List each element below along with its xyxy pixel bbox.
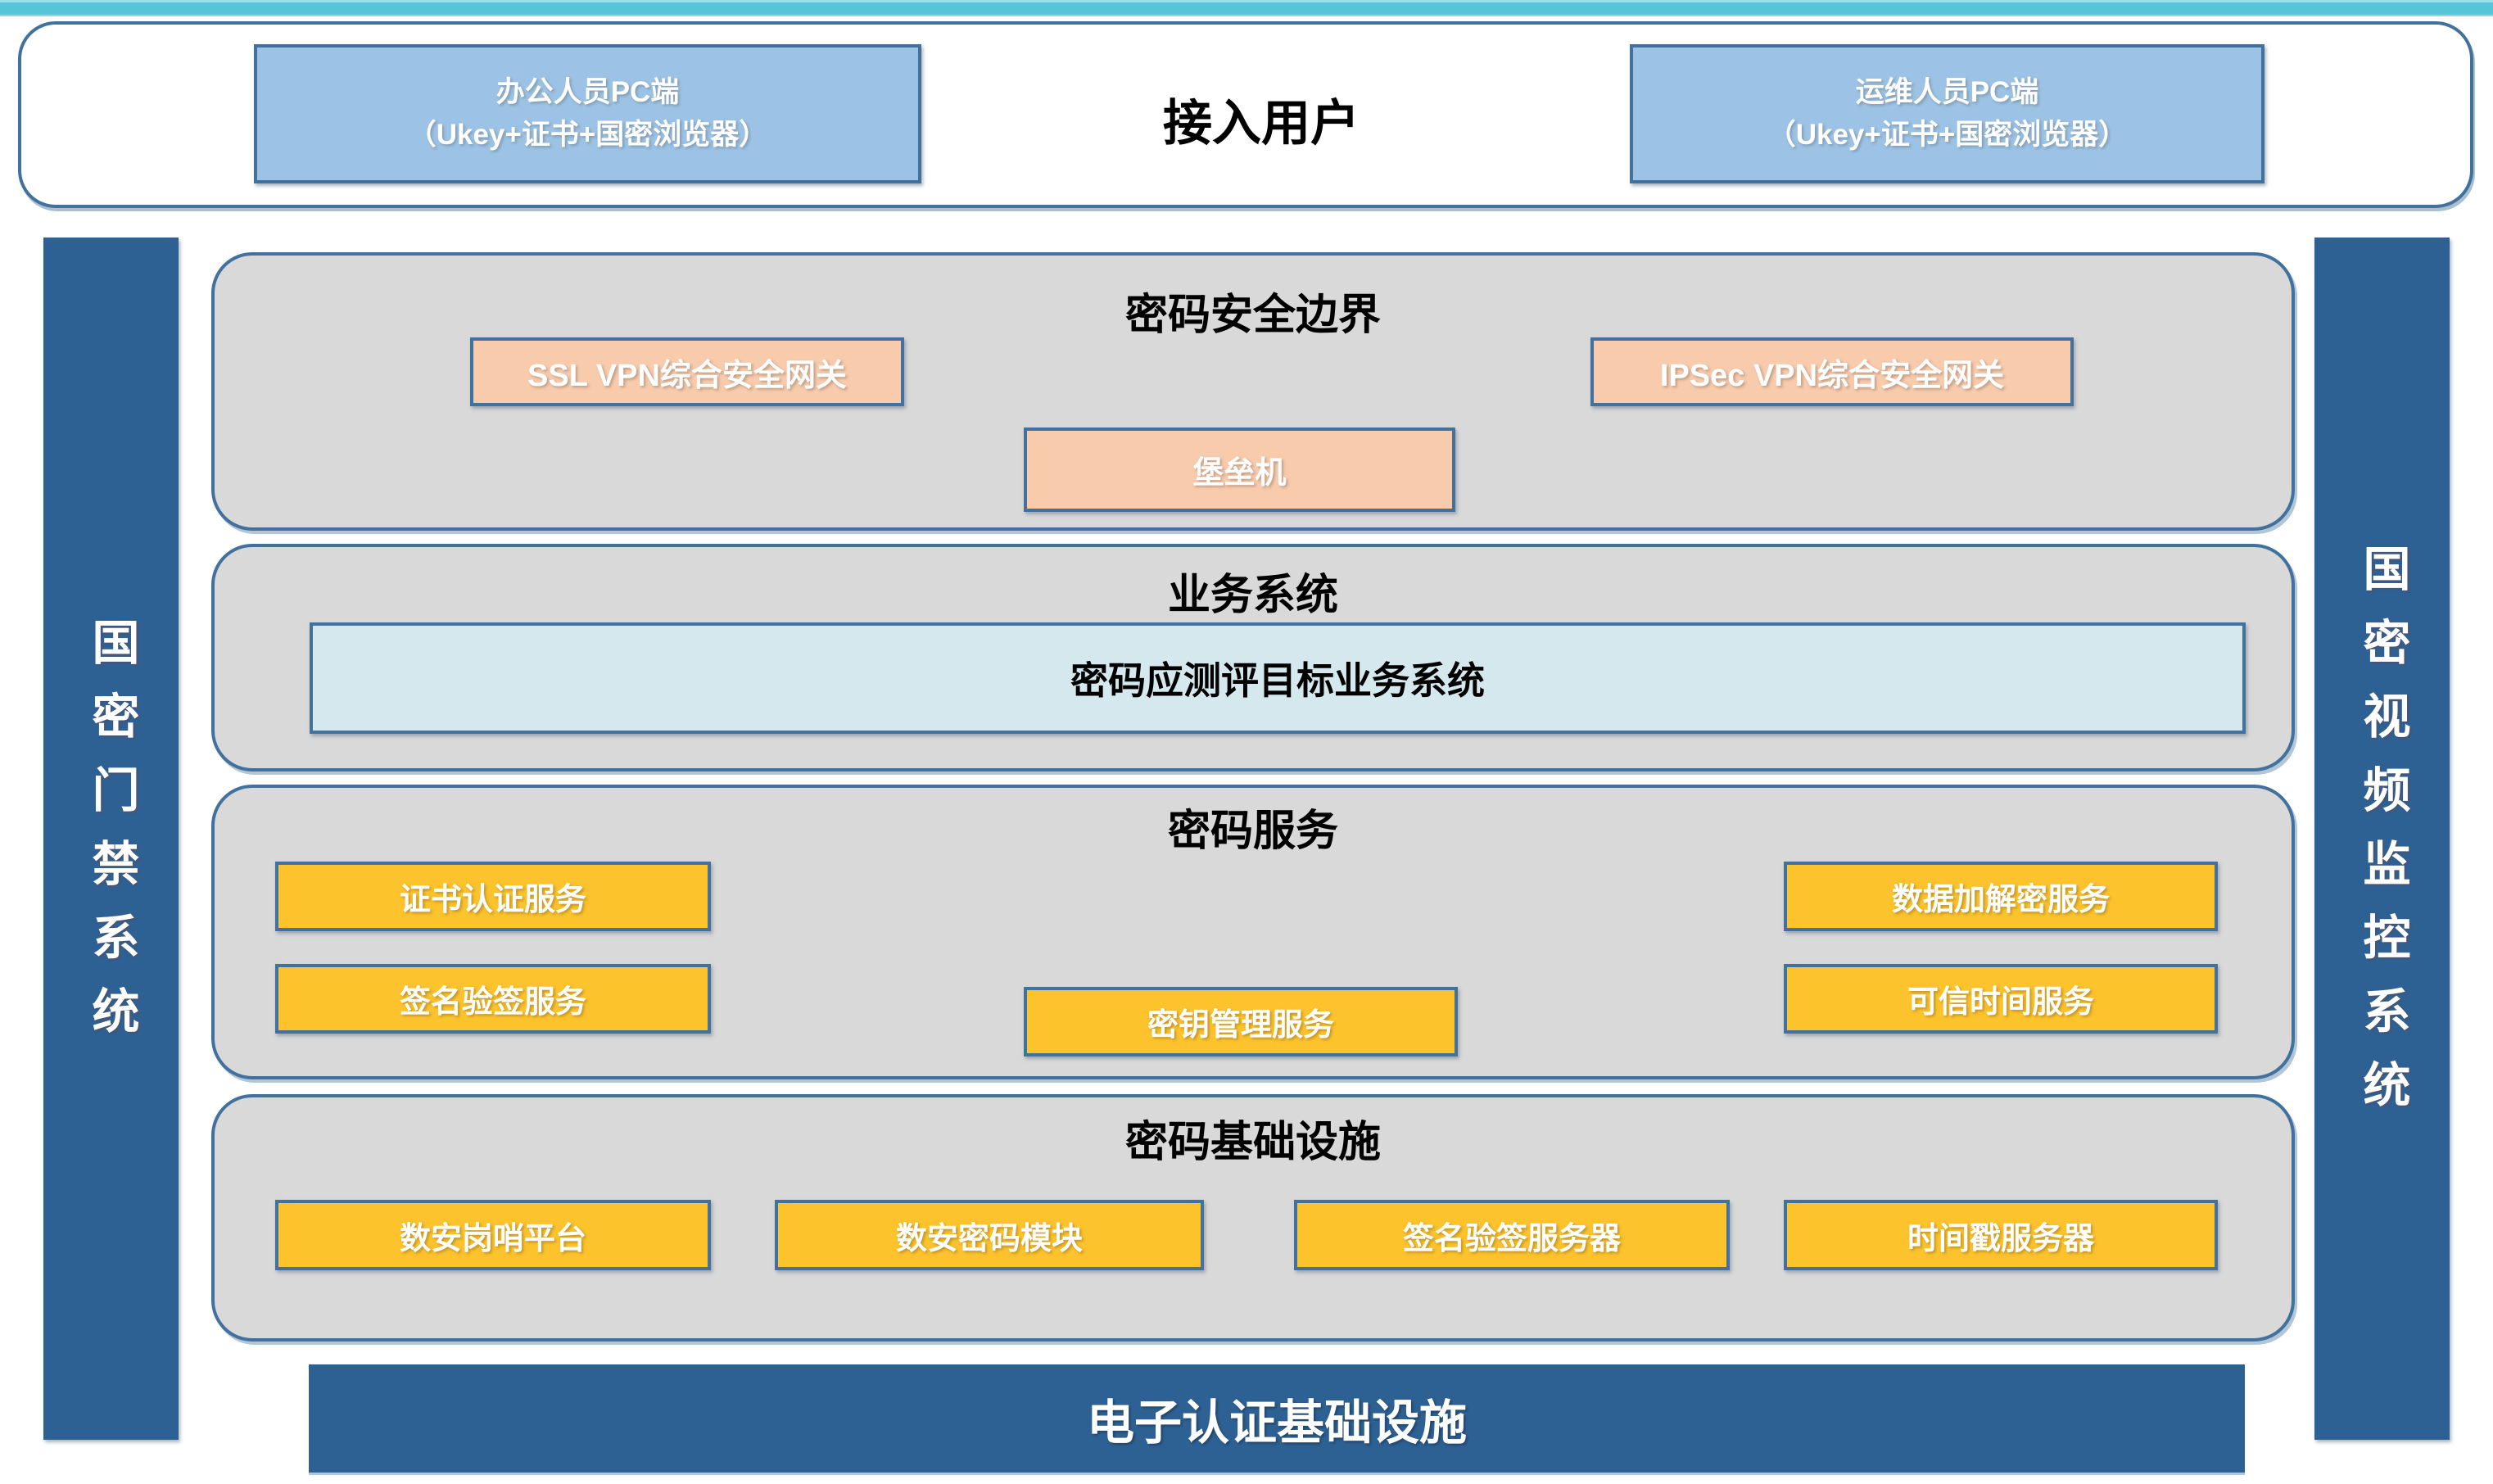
- bastion-host-box: 堡垒机: [1024, 428, 1455, 512]
- top-accent-line: [0, 0, 2493, 16]
- ops-pc-line2: （Ukey+证书+国密浏览器）: [1767, 119, 2128, 151]
- sign-verify-server-box: 签名验签服务器: [1294, 1200, 1730, 1270]
- business-system-title: 业务系统: [1167, 572, 1338, 619]
- ops-pc-box: 运维人员PC端 （Ukey+证书+国密浏览器）: [1630, 44, 2265, 183]
- cert-auth-service-box: 证书认证服务: [275, 862, 711, 931]
- video-surveillance-system-label: 国密视频监控系统: [2355, 544, 2409, 1133]
- sign-verify-service-box: 签名验签服务: [275, 964, 711, 1034]
- crypto-services-title: 密码服务: [1167, 808, 1338, 855]
- e-authentication-foundation-bar: 电子认证基础设施: [309, 1364, 2245, 1473]
- trusted-time-service-box: 可信时间服务: [1784, 964, 2218, 1034]
- office-pc-line2: （Ukey+证书+国密浏览器）: [407, 119, 768, 151]
- access-users-title: 接入用户: [1163, 96, 1360, 151]
- video-surveillance-system-bar: 国密视频监控系统: [2314, 238, 2450, 1440]
- sentry-platform-box: 数安岗哨平台: [275, 1200, 711, 1270]
- timestamp-server-box: 时间戳服务器: [1784, 1200, 2218, 1270]
- security-boundary-title: 密码安全边界: [1124, 292, 1381, 339]
- office-pc-line1: 办公人员PC端: [495, 75, 680, 108]
- ssl-vpn-gateway-box: SSL VPN综合安全网关: [470, 337, 904, 406]
- key-management-service-box: 密钥管理服务: [1024, 987, 1458, 1056]
- crypto-module-box: 数安密码模块: [775, 1200, 1204, 1270]
- target-business-system-box: 密码应测评目标业务系统: [310, 622, 2246, 734]
- ops-pc-line1: 运维人员PC端: [1855, 75, 2039, 108]
- ipsec-vpn-gateway-box: IPSec VPN综合安全网关: [1590, 337, 2074, 406]
- access-control-system-label: 国密门禁系统: [84, 618, 138, 1060]
- office-pc-box: 办公人员PC端 （Ukey+证书+国密浏览器）: [254, 44, 921, 183]
- access-control-system-bar: 国密门禁系统: [43, 238, 179, 1440]
- crypto-infrastructure-title: 密码基础设施: [1124, 1119, 1381, 1166]
- data-encryption-service-box: 数据加解密服务: [1784, 862, 2218, 931]
